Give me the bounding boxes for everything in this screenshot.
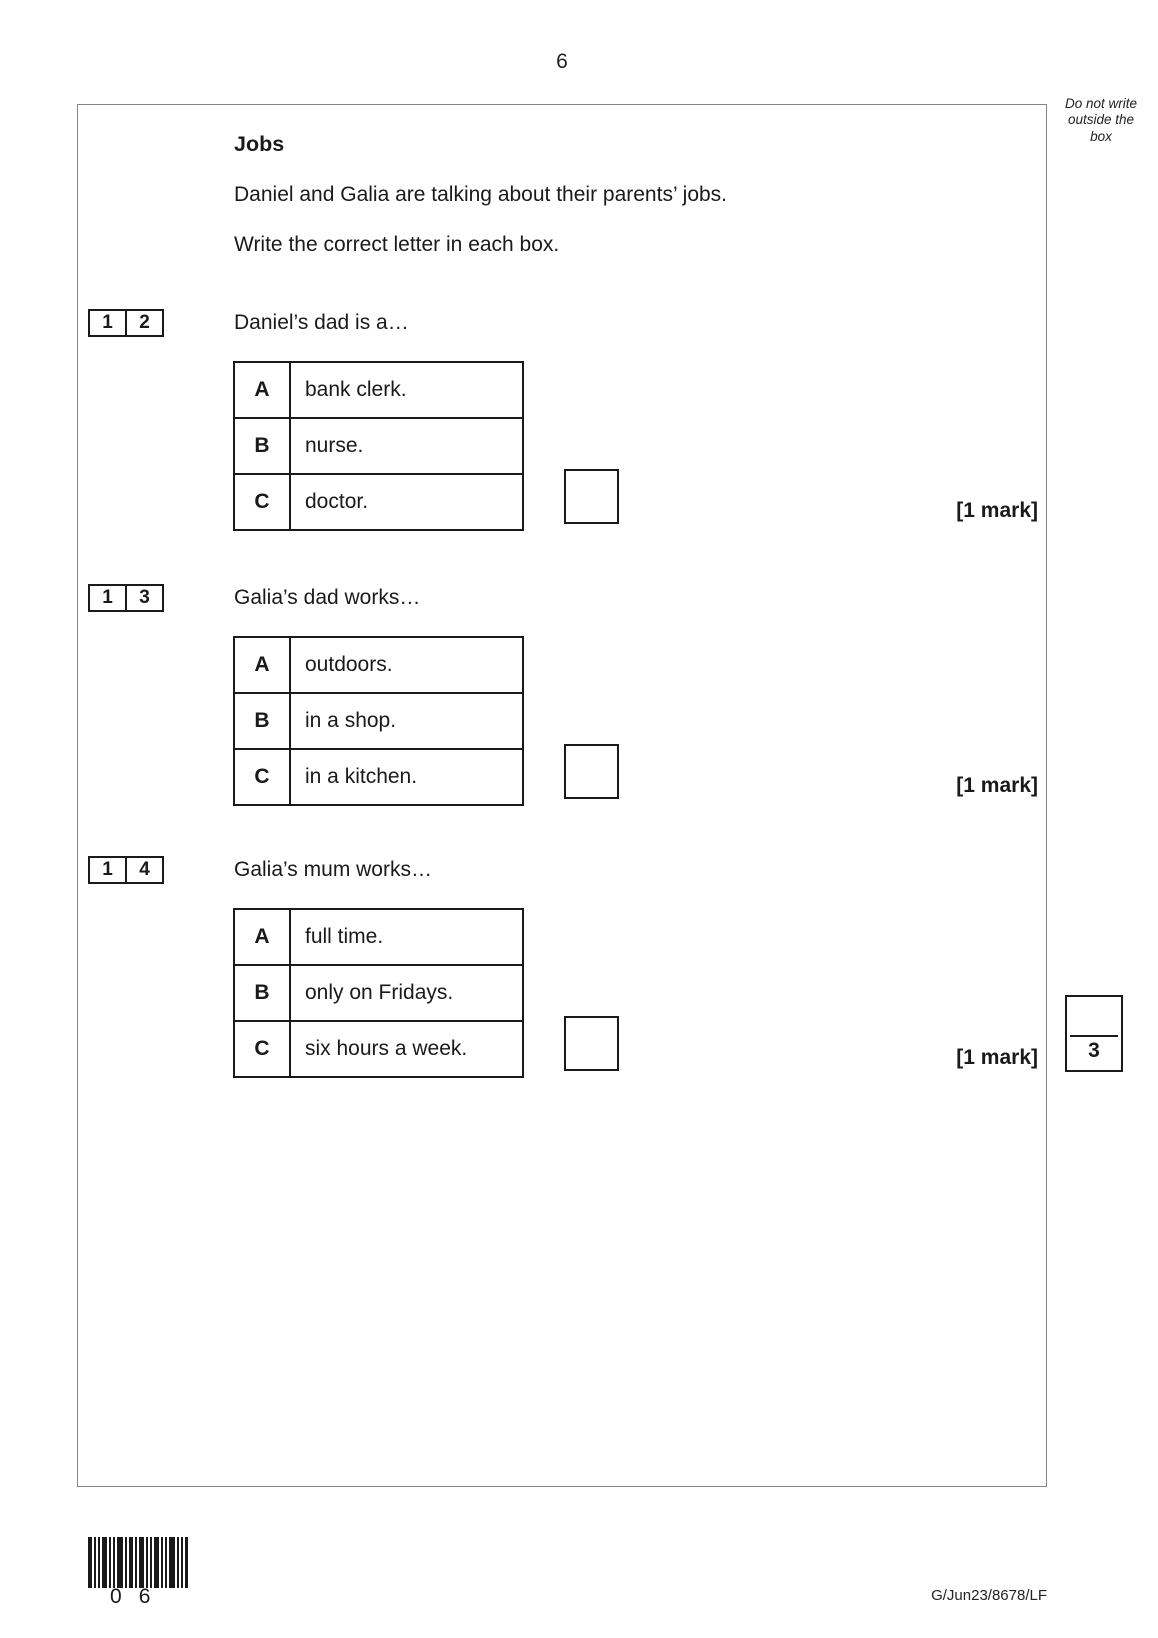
option-text: outdoors. <box>289 636 524 694</box>
answer-input-box[interactable] <box>564 1016 619 1071</box>
question-number-minor: 4 <box>125 856 164 884</box>
option-row: A bank clerk. <box>233 361 524 419</box>
options-table: A full time. B only on Fridays. C six ho… <box>233 908 524 1078</box>
option-letter: C <box>233 473 291 531</box>
mark-allocation: [1 mark] <box>956 774 1038 797</box>
total-marks-value: 3 <box>1088 1039 1100 1062</box>
mark-allocation: [1 mark] <box>956 1046 1038 1069</box>
option-row: C six hours a week. <box>233 1020 524 1078</box>
total-marks-divider <box>1070 1035 1118 1037</box>
option-letter: B <box>233 964 291 1022</box>
options-table: A bank clerk. B nurse. C doctor. <box>233 361 524 531</box>
paper-reference: G/Jun23/8678/LF <box>931 1587 1047 1604</box>
question-prompt: Galia’s dad works… <box>234 586 421 609</box>
option-row: C doctor. <box>233 473 524 531</box>
question-prompt: Daniel’s dad is a… <box>234 311 409 334</box>
option-letter: B <box>233 692 291 750</box>
option-text: full time. <box>289 908 524 966</box>
question-number-box: 1 3 <box>88 584 164 612</box>
option-text: bank clerk. <box>289 361 524 419</box>
option-letter: B <box>233 417 291 475</box>
question-block-1-4: 1 4 Galia’s mum works… A full time. B on… <box>78 856 1046 1126</box>
option-letter: C <box>233 748 291 806</box>
question-block-1-3: 1 3 Galia’s dad works… A outdoors. B in … <box>78 584 1046 854</box>
question-number-major: 1 <box>88 584 127 612</box>
option-row: B only on Fridays. <box>233 964 524 1022</box>
option-row: B nurse. <box>233 417 524 475</box>
option-row: A outdoors. <box>233 636 524 694</box>
question-area-box: Jobs Daniel and Galia are talking about … <box>77 104 1047 1487</box>
section-intro: Daniel and Galia are talking about their… <box>234 183 728 206</box>
question-number-box: 1 2 <box>88 309 164 337</box>
question-block-1-2: 1 2 Daniel’s dad is a… A bank clerk. B n… <box>78 309 1046 579</box>
option-text: six hours a week. <box>289 1020 524 1078</box>
question-number-minor: 3 <box>125 584 164 612</box>
question-number-box: 1 4 <box>88 856 164 884</box>
answer-input-box[interactable] <box>564 469 619 524</box>
option-row: C in a kitchen. <box>233 748 524 806</box>
barcode-digit: 0 <box>110 1585 122 1608</box>
page-number: 6 <box>556 50 568 73</box>
option-letter: C <box>233 1020 291 1078</box>
option-row: A full time. <box>233 908 524 966</box>
option-text: doctor. <box>289 473 524 531</box>
question-number-major: 1 <box>88 856 127 884</box>
option-text: in a kitchen. <box>289 748 524 806</box>
option-text: only on Fridays. <box>289 964 524 1022</box>
option-row: B in a shop. <box>233 692 524 750</box>
section-title: Jobs <box>234 132 285 156</box>
barcode-digits: 0 6 <box>88 1585 208 1609</box>
question-prompt: Galia’s mum works… <box>234 858 432 881</box>
option-letter: A <box>233 908 291 966</box>
option-text: in a shop. <box>289 692 524 750</box>
option-letter: A <box>233 361 291 419</box>
option-letter: A <box>233 636 291 694</box>
option-text: nurse. <box>289 417 524 475</box>
question-number-minor: 2 <box>125 309 164 337</box>
question-number-major: 1 <box>88 309 127 337</box>
do-not-write-note: Do not write outside the box <box>1064 96 1138 144</box>
barcode-digit: 6 <box>138 1585 151 1608</box>
section-instruction: Write the correct letter in each box. <box>234 233 560 256</box>
answer-input-box[interactable] <box>564 744 619 799</box>
total-marks-box: 3 <box>1065 995 1123 1072</box>
mark-allocation: [1 mark] <box>956 499 1038 522</box>
options-table: A outdoors. B in a shop. C in a kitchen. <box>233 636 524 806</box>
barcode-icon <box>88 1537 188 1588</box>
